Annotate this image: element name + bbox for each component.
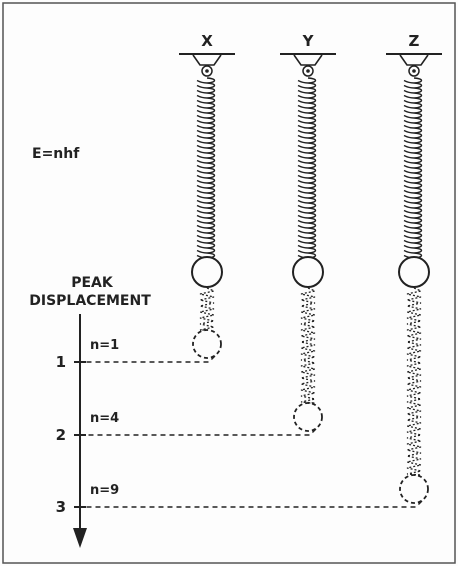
displaced-mass-y xyxy=(293,402,323,432)
mass-x xyxy=(191,256,223,288)
quantum-number-label-x: n=1 xyxy=(90,338,119,353)
spring-coil-y xyxy=(297,77,317,259)
spring-label-x: X xyxy=(201,32,213,50)
stretched-spring-z xyxy=(406,287,424,476)
spring-coil-z xyxy=(403,77,423,259)
hook-x xyxy=(201,65,213,77)
hook-z xyxy=(408,65,420,77)
hook-dot-y xyxy=(306,69,310,73)
displacement-line-z xyxy=(86,500,423,508)
axis-arrowhead xyxy=(73,528,87,548)
stretched-spring-x xyxy=(199,287,217,331)
hook-y xyxy=(302,65,314,77)
bracket-y xyxy=(293,54,323,66)
hook-dot-x xyxy=(205,69,209,73)
displacement-line-y xyxy=(86,428,317,436)
spring-coil-x xyxy=(196,77,216,259)
bracket-z xyxy=(399,54,429,66)
quantum-number-label-z: n=9 xyxy=(90,483,119,498)
quantum-number-label-y: n=4 xyxy=(90,411,119,426)
displaced-mass-z xyxy=(399,474,429,504)
spring-label-y: Y xyxy=(302,32,315,50)
axis-tick-label-2: 2 xyxy=(56,426,66,444)
displaced-mass-x xyxy=(192,329,222,359)
bracket-x xyxy=(192,54,222,66)
axis-tick-label-1: 1 xyxy=(56,353,66,371)
axis-title-line2: DISPLACEMENT xyxy=(29,293,151,309)
axis-tick-label-3: 3 xyxy=(56,498,66,516)
displacement-line-x xyxy=(86,355,216,363)
stretched-spring-y xyxy=(300,287,318,404)
hook-dot-z xyxy=(412,69,416,73)
equation-label: E=nhf xyxy=(32,146,80,162)
mass-z xyxy=(398,256,430,288)
spring-label-z: Z xyxy=(409,32,420,50)
axis-title-line1: PEAK xyxy=(71,275,114,291)
mass-y xyxy=(292,256,324,288)
